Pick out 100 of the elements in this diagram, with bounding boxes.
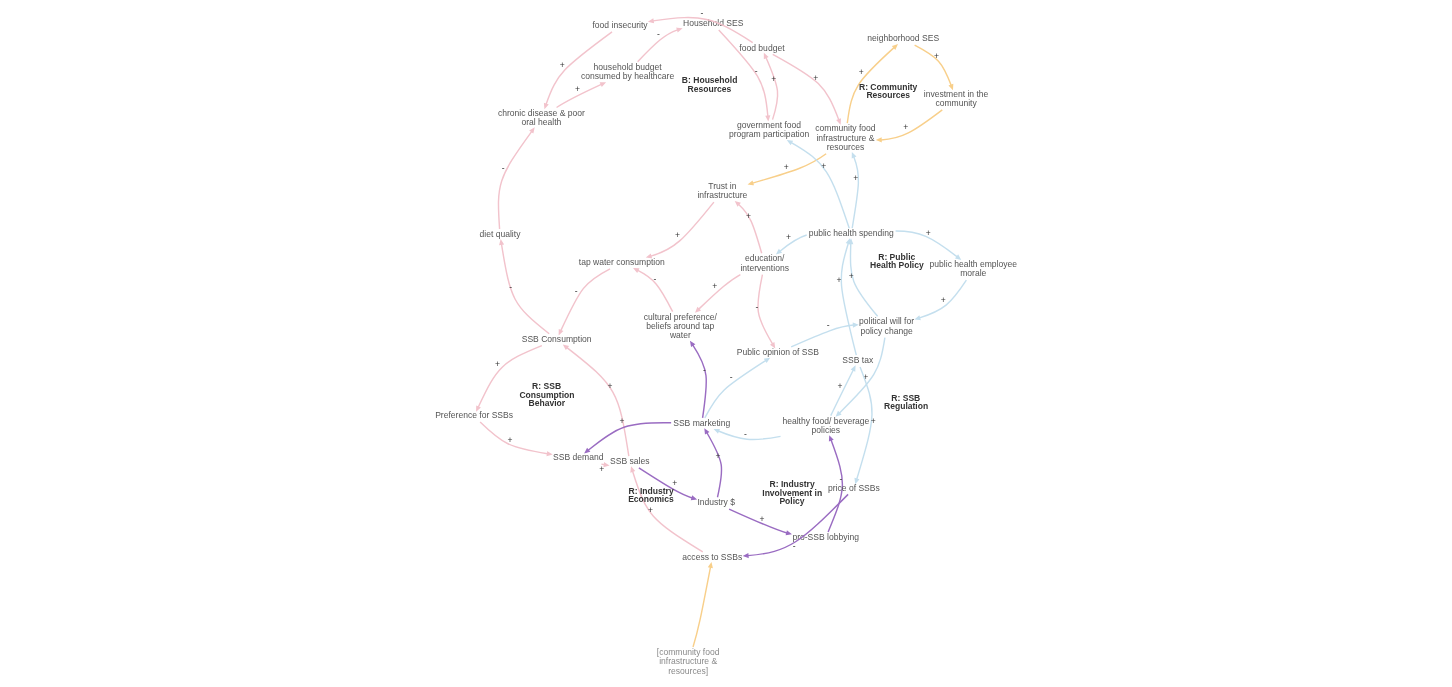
arrow [497, 127, 535, 230]
node-text: Public opinion of SSB [736, 346, 819, 357]
arrow [851, 152, 860, 229]
edge-label: - [826, 320, 830, 331]
node-text: cultural preference/ beliefs around tap water [643, 311, 717, 341]
edge-label: + [813, 72, 819, 83]
edge-label: + [559, 59, 565, 70]
arrow [772, 53, 841, 125]
edge-label: + [648, 505, 654, 516]
edge-label: + [934, 51, 940, 62]
edge-label: + [853, 172, 859, 183]
arrow [633, 268, 674, 313]
edge-label: + [495, 358, 501, 369]
node-text: Preference for SSBs [435, 410, 514, 421]
edge-label: + [858, 66, 864, 77]
node-text: Industry $ [697, 497, 735, 508]
arrow [562, 344, 630, 457]
label: B: Household Resources [681, 75, 738, 94]
arrow [742, 493, 849, 559]
arrow [786, 139, 850, 229]
node-text: healthy food/ beverage policies [782, 415, 870, 436]
arrow [913, 44, 954, 91]
node-text: diet quality [479, 229, 521, 240]
node-text: Household SES [683, 18, 744, 29]
arrow [694, 273, 742, 313]
node-text: SSB sales [610, 456, 650, 467]
arrow [476, 344, 543, 412]
edge-label: + [870, 415, 876, 426]
arrow [854, 366, 873, 485]
edge-label: + [863, 371, 869, 382]
arrow [704, 357, 771, 419]
arrow [630, 466, 704, 553]
edge-label: - [703, 364, 706, 375]
arrow [718, 29, 771, 122]
edge-label: + [903, 122, 909, 133]
edge-label: + [848, 270, 854, 281]
arrow [728, 508, 792, 536]
node-text: political will for policy change [858, 316, 915, 336]
arrow [830, 365, 856, 417]
edge-label: - [509, 281, 513, 292]
edge-label: + [836, 275, 842, 286]
edge-label: + [507, 435, 513, 446]
node-text: government food program participation [728, 119, 810, 140]
node-text: chronic disease & poor oral health [497, 107, 585, 127]
arrow [636, 27, 683, 63]
arrow [558, 268, 611, 336]
label: R: Community Resources [858, 81, 918, 101]
edge-label: + [674, 230, 680, 241]
node-text: household budget consumed by healthcare [581, 61, 675, 82]
node-text: SSB Consumption [521, 333, 592, 344]
edge-label: - [755, 301, 759, 312]
node-text: SSB demand [553, 452, 604, 463]
arrow [775, 234, 808, 255]
arrow [704, 428, 723, 498]
arrow [846, 44, 898, 124]
arrow [894, 230, 962, 261]
arrow [647, 16, 754, 44]
edge-label: - [754, 65, 758, 76]
arrow [835, 336, 886, 417]
arrow [848, 238, 879, 317]
node-text: food insecurity [592, 20, 648, 31]
label: R: SSB Consumption Behavior [519, 381, 575, 409]
arrow [713, 428, 782, 441]
edge-label: - [653, 273, 657, 284]
edge-label: - [501, 162, 505, 173]
node-text: [community food infrastructure & resources] [656, 647, 720, 676]
label: R: Public Health Policy [870, 251, 924, 271]
arrow [479, 421, 553, 457]
edge-label: + [712, 281, 718, 292]
edge-label: + [940, 294, 946, 305]
node-text: tap water consumption [578, 257, 665, 268]
arrow [584, 421, 672, 454]
arrow [638, 467, 698, 501]
arrow [499, 239, 550, 335]
edge-label: + [771, 74, 777, 85]
arrow [763, 52, 779, 121]
node-text: food budget [739, 42, 785, 53]
edge-label: + [821, 161, 827, 172]
arrow [790, 322, 859, 348]
node-text: public health employee morale [929, 258, 1018, 279]
edge-label: - [657, 29, 660, 40]
node-text: SSB tax [842, 355, 874, 366]
edge-label: + [599, 463, 605, 474]
arrow [734, 200, 763, 255]
node-text: neighborhood SES [867, 33, 940, 44]
arrow [747, 153, 827, 186]
node-text: community food infrastructure & resources [815, 123, 876, 153]
edge-label: + [925, 228, 931, 239]
arrow [875, 109, 943, 143]
arrow [840, 238, 857, 356]
arrow [757, 273, 776, 349]
node-text: education/ interventions [740, 253, 789, 273]
node-text: SSB marketing [673, 417, 731, 428]
edge-label: - [839, 474, 843, 485]
edge-label: + [715, 450, 721, 461]
edge-label: + [746, 210, 752, 221]
edge-label: - [700, 8, 704, 19]
edge-label: + [607, 381, 613, 392]
edge-label: + [837, 380, 843, 391]
node-text: access to SSBs [682, 551, 743, 562]
